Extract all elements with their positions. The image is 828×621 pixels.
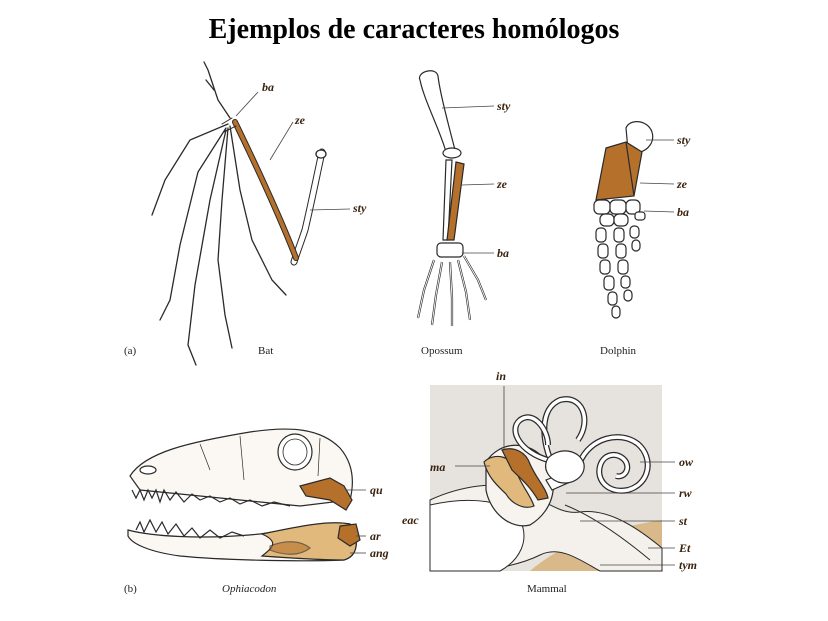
ophiacodon-skull-drawing — [127, 428, 361, 562]
bat-ba-label: ba — [262, 80, 274, 94]
page-title: Ejemplos de caracteres homólogos — [208, 14, 620, 45]
dolphin-flipper-drawing — [593, 121, 654, 319]
dolphin-ze-leader — [639, 182, 675, 185]
dolphin-zeugopod-bone — [595, 141, 643, 201]
ang-label: ang — [370, 546, 389, 560]
opossum-limb-drawing — [416, 70, 488, 326]
ma-label: ma — [430, 460, 445, 474]
bat-ze-label: ze — [294, 113, 306, 127]
dolphin-ba-label: ba — [677, 205, 689, 219]
ar-label: ar — [370, 529, 381, 543]
bat-ba-leader — [235, 91, 259, 117]
caption-opossum: Opossum — [421, 345, 463, 357]
opossum-sty-leader — [441, 105, 495, 109]
opossum-ba-label: ba — [497, 246, 509, 260]
mammal-ear-drawing — [429, 385, 663, 572]
st-label: st — [678, 514, 688, 528]
dolphin-sty-label: sty — [676, 133, 691, 147]
panel-b-tag: (b) — [124, 583, 137, 595]
opossum-ze-label: ze — [496, 177, 508, 191]
rw-label: rw — [679, 486, 693, 500]
caption-mammal: Mammal — [527, 583, 567, 595]
caption-ophiacodon: Ophiacodon — [222, 583, 277, 595]
dolphin-ze-label: ze — [676, 177, 688, 191]
opossum-sty-label: sty — [496, 99, 511, 113]
bat-sty-label: sty — [352, 201, 367, 215]
Et-label: Et — [678, 541, 691, 555]
qu-label: qu — [370, 483, 383, 497]
bat-zeugopod-bone — [233, 120, 298, 260]
eac-label: eac — [402, 513, 419, 527]
caption-bat: Bat — [258, 345, 273, 357]
bat-sty-leader — [309, 208, 351, 211]
articular-bone — [337, 523, 361, 547]
bat-ze-leader — [269, 121, 294, 161]
bat-wing-drawing — [151, 61, 327, 366]
caption-dolphin: Dolphin — [600, 345, 637, 357]
quadrate-bone — [299, 477, 353, 511]
opossum-ze-leader — [461, 183, 495, 186]
ow-label: ow — [679, 455, 694, 469]
tym-label: tym — [679, 558, 697, 572]
incus-bone — [501, 448, 549, 501]
in-label: in — [496, 369, 506, 383]
dolphin-ba-leader — [643, 210, 675, 213]
opossum-zeugopod-bone — [446, 161, 465, 241]
panel-a-tag: (a) — [124, 345, 137, 357]
